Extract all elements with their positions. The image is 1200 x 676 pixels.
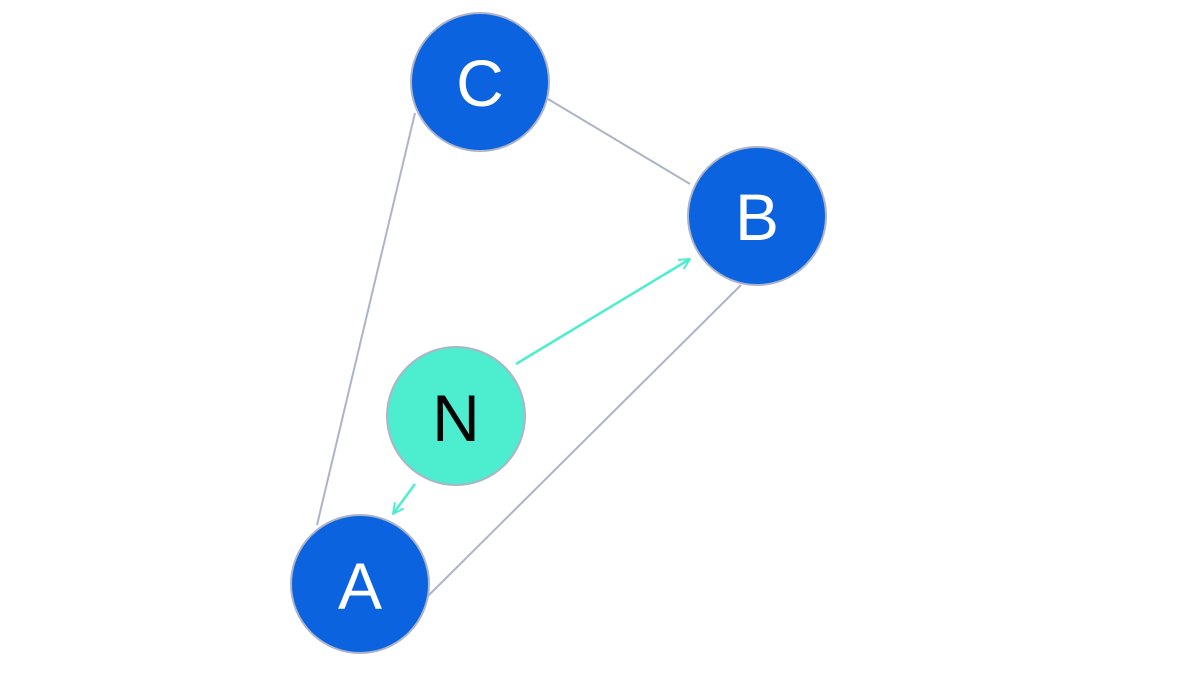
arrow-n-a [391, 483, 417, 515]
node-n[interactable]: N [386, 346, 526, 486]
node-c-circle [410, 12, 550, 152]
arrow-n-b [515, 257, 691, 366]
edge-b-a [427, 284, 742, 597]
node-n-circle [386, 346, 526, 486]
node-c[interactable]: C [410, 12, 550, 152]
node-a-label: A [338, 549, 382, 623]
node-c-label: C [456, 46, 504, 120]
node-a[interactable]: A [290, 514, 430, 654]
node-b-circle [687, 146, 827, 286]
node-b-label: B [735, 180, 779, 254]
node-a-circle [290, 514, 430, 654]
node-n-label: N [432, 381, 480, 455]
node-b[interactable]: B [687, 146, 827, 286]
edge-c-b [547, 98, 691, 185]
edge-c-a [316, 112, 416, 526]
